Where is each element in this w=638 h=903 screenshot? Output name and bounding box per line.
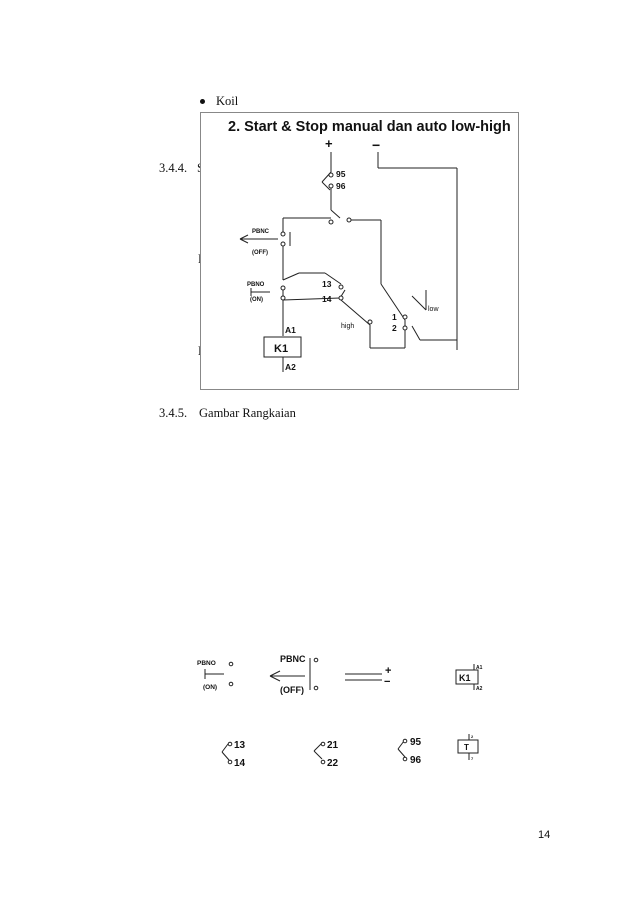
legend-pbnc: PBNC <box>280 654 306 664</box>
label-plus: + <box>325 136 333 151</box>
legend-pbno: PBNO <box>197 660 216 667</box>
page-number: 14 <box>538 829 551 841</box>
label-minus: − <box>372 137 380 153</box>
label-96: 96 <box>336 181 346 191</box>
legend-14: 14 <box>234 758 246 769</box>
section-344-number: 3.4.4. <box>159 161 188 175</box>
section-345-title: Gambar Rangkaian <box>199 406 296 420</box>
legend-on: (ON) <box>203 684 217 691</box>
label-on: (ON) <box>250 297 263 303</box>
legend-a2: A2 <box>476 686 483 692</box>
legend-timer-bottom: 7 <box>471 756 474 761</box>
label-2: 2 <box>392 323 397 333</box>
legend-k1: K1 <box>459 673 471 683</box>
legend-95: 95 <box>410 737 422 748</box>
label-14: 14 <box>322 294 332 304</box>
circuit-figure-title: 2. Start & Stop manual dan auto low-high <box>228 119 511 135</box>
label-a1: A1 <box>285 325 296 335</box>
legend-off: (OFF) <box>280 685 304 695</box>
label-95: 95 <box>336 169 346 179</box>
legend-timer: T <box>464 743 469 752</box>
circuit-figure-frame <box>200 112 519 390</box>
label-off: (OFF) <box>252 250 268 256</box>
section-345-number: 3.4.5. <box>159 406 188 420</box>
bullet-item-koil: Koil <box>216 94 239 108</box>
legend-96: 96 <box>410 755 422 766</box>
legend-a1: A1 <box>476 665 483 671</box>
label-low: low <box>428 306 439 313</box>
legend-timer-top: 2 <box>471 734 474 739</box>
bullet-dot <box>200 99 205 104</box>
legend-21: 21 <box>327 740 339 751</box>
legend-plus: + <box>385 665 391 677</box>
legend-13: 13 <box>234 740 246 751</box>
label-k1: K1 <box>274 343 288 355</box>
label-pbnc: PBNC <box>252 229 270 235</box>
label-high: high <box>341 323 354 330</box>
legend-22: 22 <box>327 758 339 769</box>
label-13: 13 <box>322 279 332 289</box>
label-1: 1 <box>392 312 397 322</box>
legend-minus: − <box>384 676 390 688</box>
label-a2: A2 <box>285 362 296 372</box>
label-pbno: PBNO <box>247 282 265 288</box>
